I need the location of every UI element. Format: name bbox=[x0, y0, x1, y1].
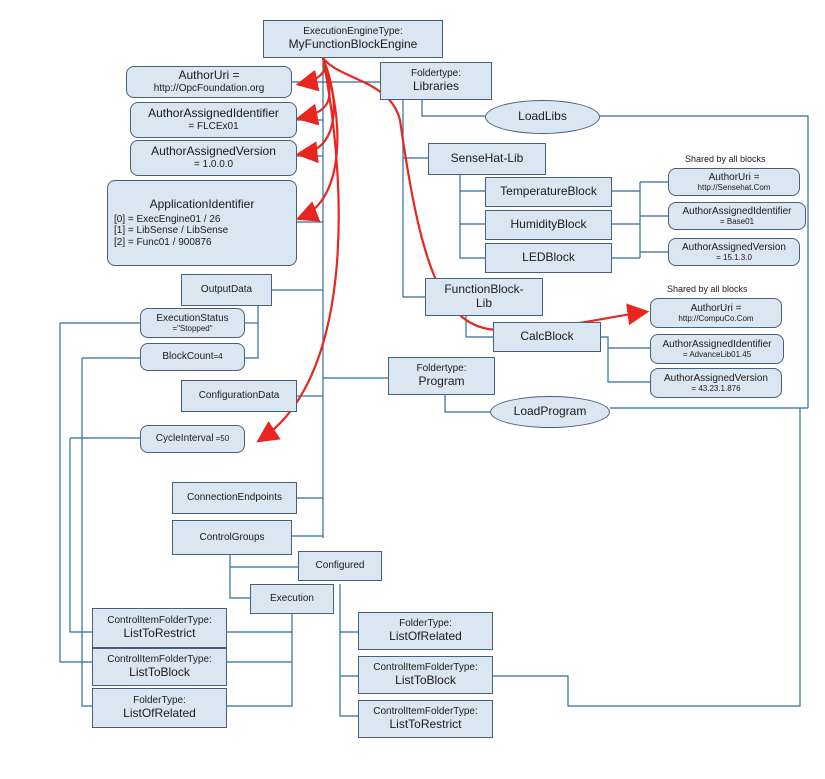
author-uri-label: AuthorUri = bbox=[178, 68, 240, 83]
cycle-interval-label: CycleInterval bbox=[155, 433, 214, 445]
program-type: Foldertype: bbox=[416, 363, 467, 375]
config-list-to-restrict[interactable]: ControlItemFolderType: ListToRestrict bbox=[358, 700, 493, 738]
sensehat-lib-node[interactable]: SenseHat-Lib bbox=[428, 143, 546, 175]
sensehat-author-version[interactable]: AuthorAssignedVersion = 15.1.3.0 bbox=[668, 238, 800, 266]
led-block-node[interactable]: LEDBlock bbox=[485, 243, 612, 273]
config-list-to-restrict-name: ListToRestrict bbox=[389, 716, 462, 731]
configuration-data-node[interactable]: ConfigurationData bbox=[181, 380, 297, 412]
author-id-label: AuthorAssignedIdentifier bbox=[148, 106, 279, 121]
exec-list-to-restrict-name: ListToRestrict bbox=[123, 625, 196, 640]
application-identifier-node[interactable]: ApplicationIdentifier [0] = ExecEngine01… bbox=[107, 180, 297, 266]
sensehat-author-version-value: = 15.1.3.0 bbox=[716, 253, 752, 263]
libraries-name: Libraries bbox=[412, 78, 460, 93]
calc-block-node[interactable]: CalcBlock bbox=[493, 322, 601, 352]
engine-node[interactable]: ExecutionEngineType: MyFunctionBlockEngi… bbox=[263, 20, 443, 58]
engine-type-label: ExecutionEngineType: bbox=[303, 26, 403, 38]
exec-list-to-block-type: ControlItemFolderType: bbox=[107, 654, 212, 666]
author-version-value: = 1.0.0.0 bbox=[193, 159, 234, 171]
libraries-type: Foldertype: bbox=[410, 68, 462, 80]
author-id-value: = FLCEx01 bbox=[188, 121, 239, 133]
fblib-author-version[interactable]: AuthorAssignedVersion = 43.23.1.876 bbox=[650, 368, 782, 398]
configured-node[interactable]: Configured bbox=[298, 551, 382, 581]
exec-list-to-restrict[interactable]: ControlItemFolderType: ListToRestrict bbox=[92, 608, 227, 648]
load-program-method[interactable]: LoadProgram bbox=[490, 396, 610, 428]
app-id-line-1: [1] = LibSense / LibSense bbox=[114, 225, 229, 237]
fblib-author-uri[interactable]: AuthorUri = http://CompuCo.Com bbox=[650, 298, 782, 328]
sensehat-author-uri-value: http://Sensehat.Com bbox=[697, 183, 771, 193]
fblib-author-id-value: = AdvanceLib01.45 bbox=[682, 350, 752, 360]
execution-status-label: ExecutionStatus bbox=[156, 312, 229, 324]
exec-list-to-block-name: ListToBlock bbox=[129, 664, 190, 679]
config-list-of-related-type: FolderType: bbox=[399, 618, 452, 630]
sensehat-author-uri-label: AuthorUri = bbox=[708, 171, 760, 183]
sensehat-author-version-label: AuthorAssignedVersion bbox=[682, 241, 786, 253]
block-count-value: =4 bbox=[213, 352, 223, 362]
app-id-line-2: [2] = Func01 / 900876 bbox=[114, 236, 212, 248]
temperature-block-node[interactable]: TemperatureBlock bbox=[485, 177, 612, 207]
engine-name: MyFunctionBlockEngine bbox=[288, 36, 418, 51]
hierarchy-wires bbox=[59, 58, 809, 717]
author-uri-value: http://OpcFoundation.org bbox=[153, 83, 265, 95]
sensehat-author-id-label: AuthorAssignedIdentifier bbox=[682, 205, 792, 217]
author-version-label: AuthorAssignedVersion bbox=[151, 144, 276, 159]
application-identifier-label: ApplicationIdentifier bbox=[149, 196, 255, 211]
control-groups-node[interactable]: ControlGroups bbox=[172, 520, 292, 555]
execution-status-value: ="Stopped" bbox=[172, 324, 213, 334]
config-list-of-related[interactable]: FolderType: ListOfRelated bbox=[358, 612, 493, 650]
load-libs-method[interactable]: LoadLibs bbox=[485, 100, 600, 134]
fblib-author-id-label: AuthorAssignedIdentifier bbox=[662, 338, 772, 350]
fblib-author-version-value: = 43.23.1.876 bbox=[691, 384, 741, 394]
config-list-to-block-type: ControlItemFolderType: bbox=[373, 662, 478, 674]
execution-status-node[interactable]: ExecutionStatus ="Stopped" bbox=[140, 308, 245, 338]
author-uri-node[interactable]: AuthorUri = http://OpcFoundation.org bbox=[126, 66, 292, 98]
connection-endpoints-node[interactable]: ConnectionEndpoints bbox=[172, 482, 297, 514]
exec-list-to-block[interactable]: ControlItemFolderType: ListToBlock bbox=[92, 648, 227, 686]
cycle-interval-value: =50 bbox=[215, 434, 230, 444]
fblib-author-uri-label: AuthorUri = bbox=[690, 302, 742, 314]
author-version-node[interactable]: AuthorAssignedVersion = 1.0.0.0 bbox=[130, 140, 297, 176]
config-list-to-block-name: ListToBlock bbox=[395, 672, 456, 687]
program-name: Program bbox=[418, 373, 465, 388]
block-count-node[interactable]: BlockCount =4 bbox=[140, 343, 245, 371]
config-list-to-block[interactable]: ControlItemFolderType: ListToBlock bbox=[358, 656, 493, 694]
author-id-node[interactable]: AuthorAssignedIdentifier = FLCEx01 bbox=[130, 102, 297, 138]
sensehat-author-uri[interactable]: AuthorUri = http://Sensehat.Com bbox=[668, 168, 800, 196]
sensehat-author-id[interactable]: AuthorAssignedIdentifier = Base01 bbox=[668, 202, 806, 230]
exec-list-of-related-name: ListOfRelated bbox=[123, 705, 196, 720]
fblib-author-id[interactable]: AuthorAssignedIdentifier = AdvanceLib01.… bbox=[650, 334, 784, 364]
block-count-label: BlockCount bbox=[162, 351, 214, 363]
function-block-lib-node[interactable]: FunctionBlock-Lib bbox=[425, 278, 543, 316]
fblib-author-version-label: AuthorAssignedVersion bbox=[664, 372, 768, 384]
exec-list-of-related[interactable]: FolderType: ListOfRelated bbox=[92, 688, 227, 728]
shared-note-fblib: Shared by all blocks bbox=[667, 284, 748, 294]
config-list-of-related-name: ListOfRelated bbox=[389, 628, 462, 643]
libraries-folder[interactable]: Foldertype: Libraries bbox=[380, 62, 492, 100]
app-id-line-0: [0] = ExecEngine01 / 26 bbox=[114, 213, 221, 225]
program-folder[interactable]: Foldertype: Program bbox=[388, 357, 495, 395]
cycle-interval-node[interactable]: CycleInterval =50 bbox=[140, 425, 245, 453]
config-list-to-restrict-type: ControlItemFolderType: bbox=[373, 706, 478, 718]
humidity-block-node[interactable]: HumidityBlock bbox=[485, 210, 612, 240]
exec-list-to-restrict-type: ControlItemFolderType: bbox=[107, 615, 212, 627]
fblib-author-uri-value: http://CompuCo.Com bbox=[678, 314, 754, 324]
sensehat-author-id-value: = Base01 bbox=[719, 217, 755, 227]
execution-node[interactable]: Execution bbox=[250, 584, 334, 614]
output-data-node[interactable]: OutputData bbox=[181, 274, 272, 306]
exec-list-of-related-type: FolderType: bbox=[133, 695, 186, 707]
shared-note-sensehat: Shared by all blocks bbox=[685, 154, 766, 164]
